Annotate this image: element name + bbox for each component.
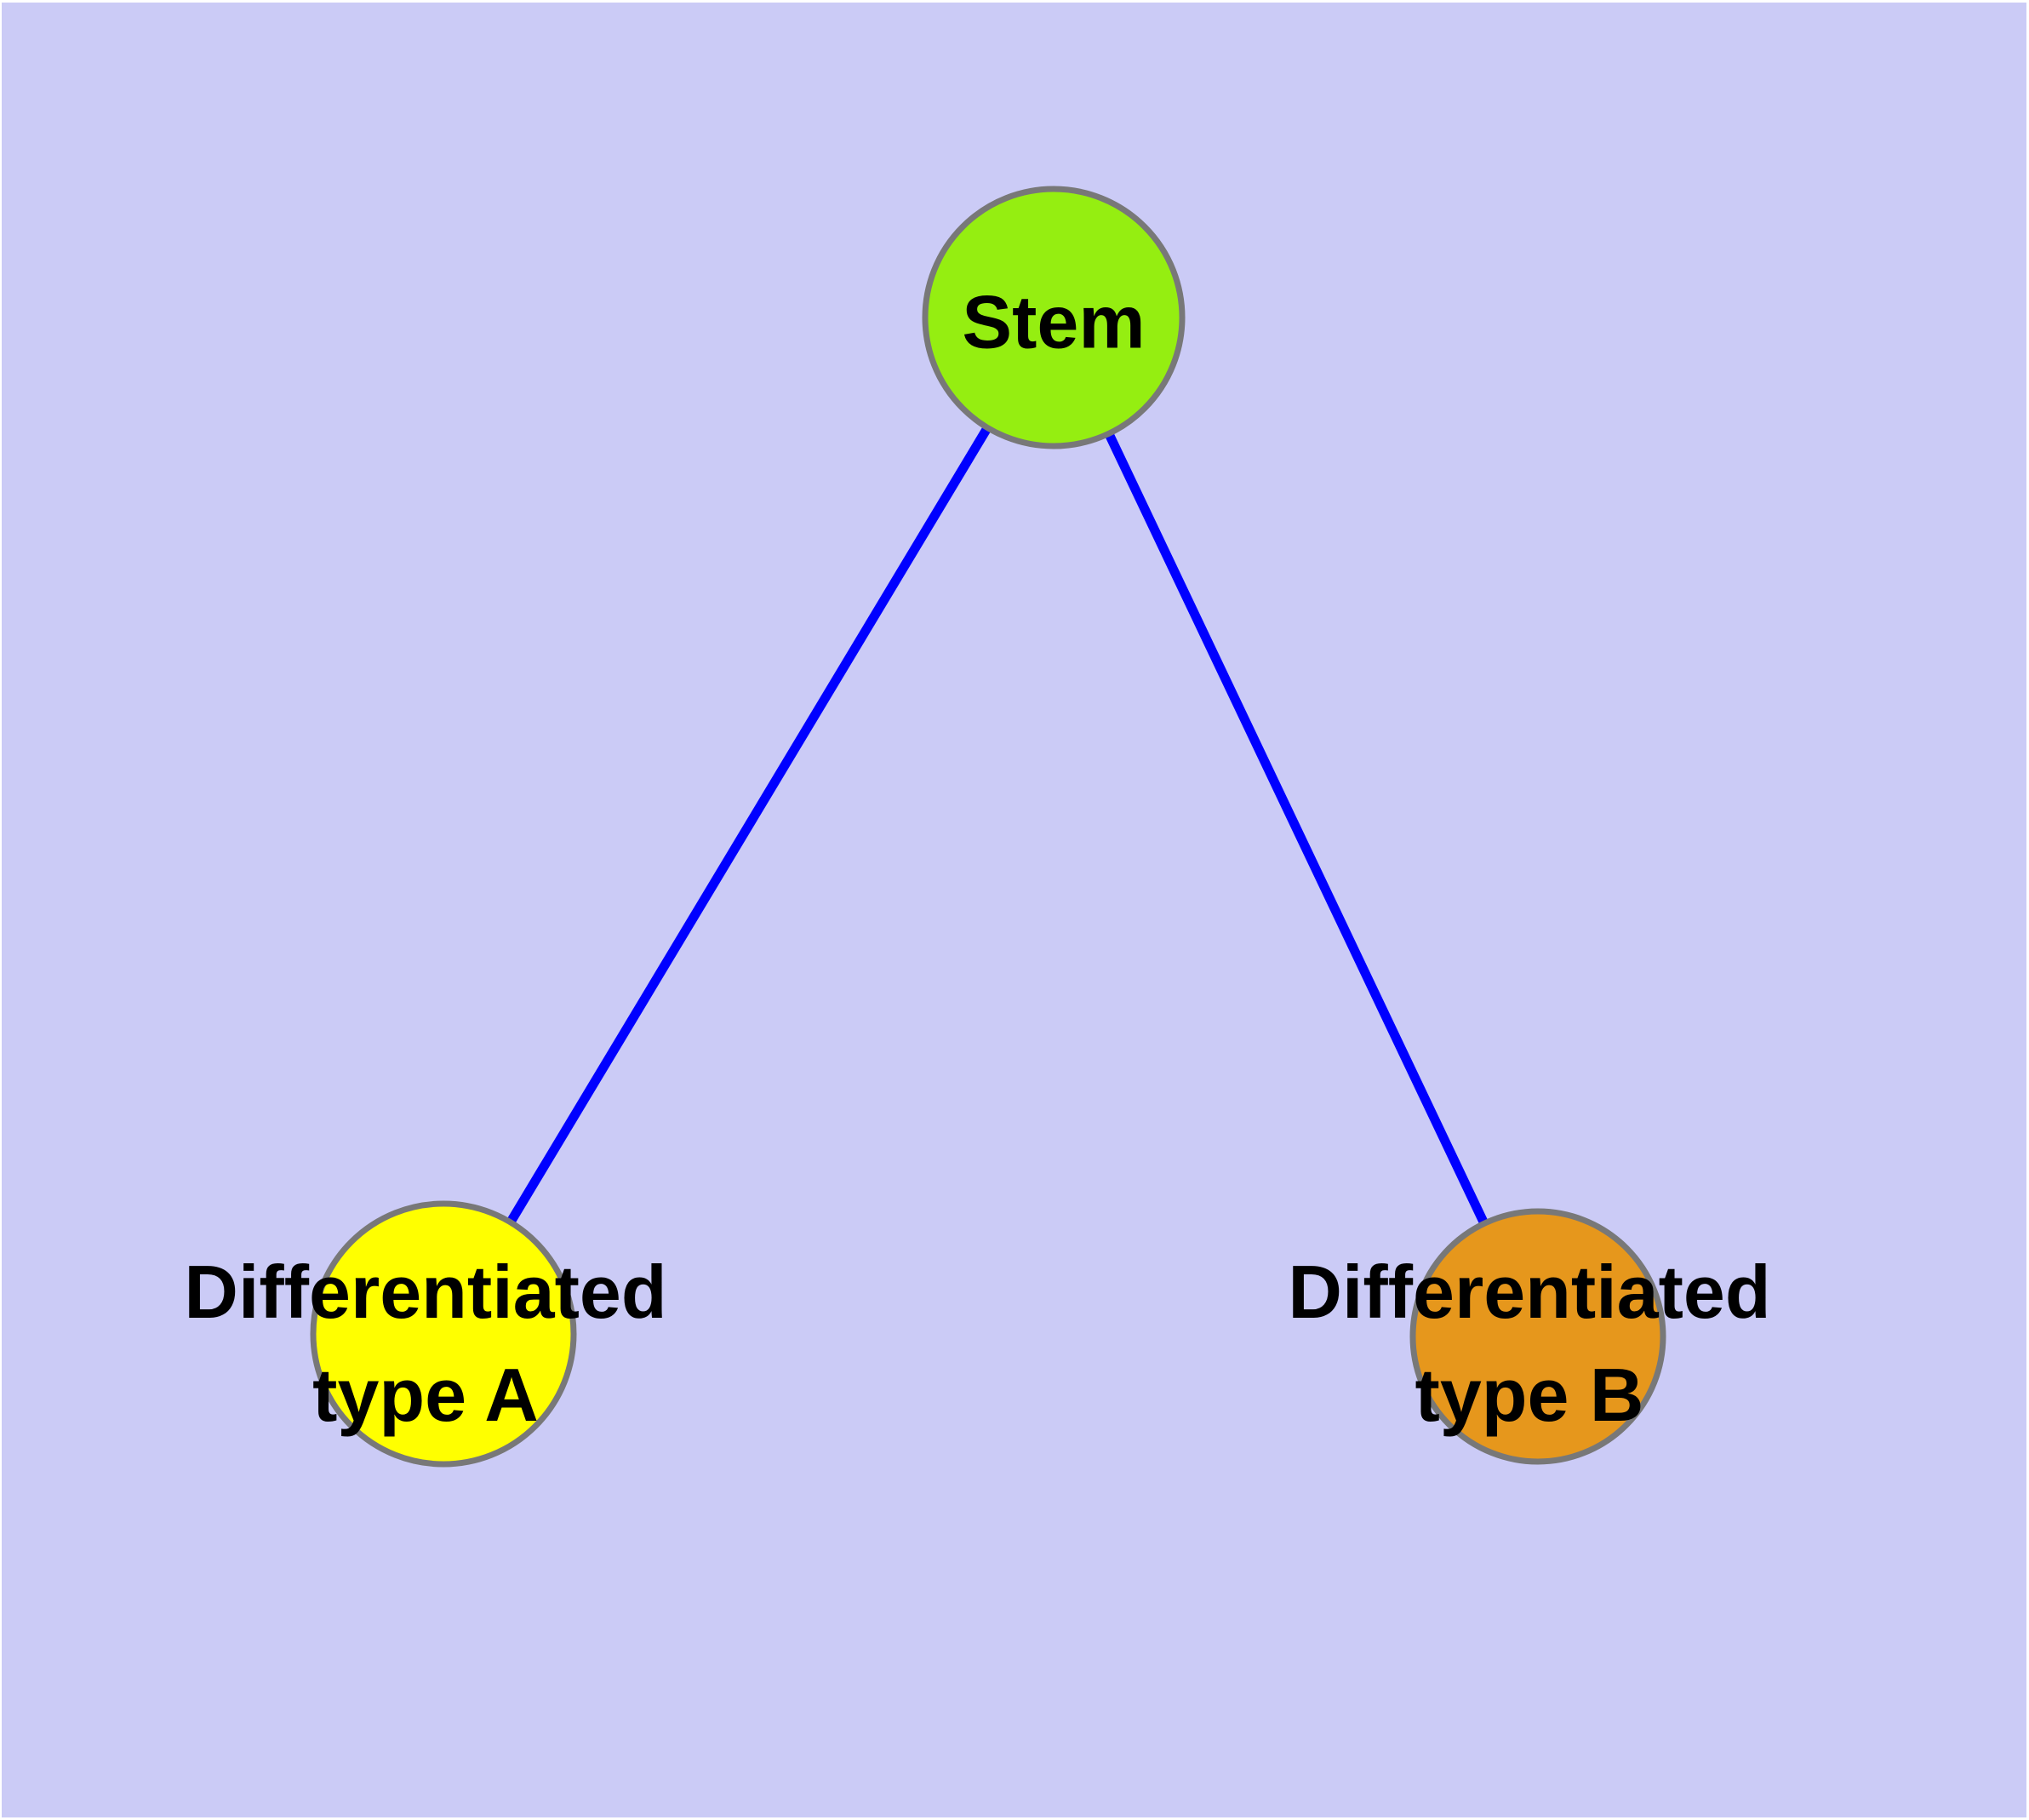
node-type-b-circle	[1409, 1208, 1666, 1465]
node-stem-circle	[922, 186, 1186, 449]
node-stem-label: Stem	[962, 279, 1146, 364]
edge-stem-to-type-a	[439, 315, 1058, 1336]
edge-stem-to-type-b	[1049, 315, 1542, 1339]
node-type-a-circle	[310, 1200, 577, 1468]
node-type-a-label: Differentiated type A	[184, 1250, 667, 1437]
node-type-b-label: Differentiated type B	[1288, 1250, 1771, 1437]
